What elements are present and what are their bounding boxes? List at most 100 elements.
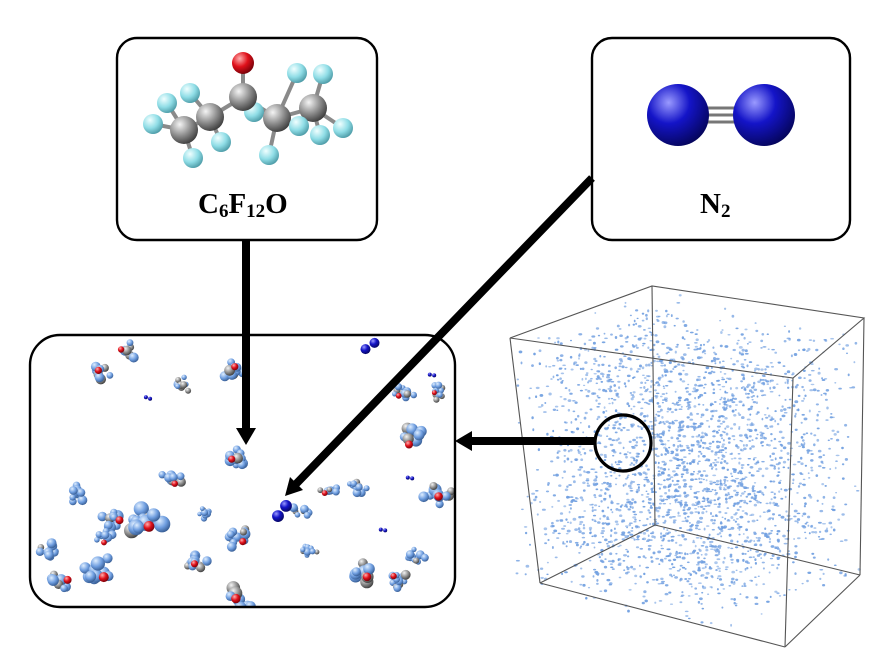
simulated-molecule-dot bbox=[647, 534, 650, 538]
simulated-molecule-dot bbox=[672, 558, 677, 562]
simulated-molecule-dot bbox=[647, 547, 651, 551]
simulated-molecule-dot bbox=[535, 489, 539, 492]
simulated-molecule-dot bbox=[626, 429, 630, 431]
simulated-molecule-dot bbox=[730, 495, 734, 498]
simulated-molecule-dot bbox=[645, 566, 650, 569]
simulated-molecule-dot bbox=[680, 473, 685, 476]
simulated-molecule-dot bbox=[782, 534, 786, 538]
simulated-molecule-dot bbox=[628, 451, 632, 454]
simulated-molecule-dot bbox=[754, 576, 757, 578]
simulated-molecule-dot bbox=[702, 541, 706, 544]
simulated-molecule-dot bbox=[801, 385, 804, 389]
simulated-molecule-dot bbox=[694, 593, 699, 595]
simulated-molecule-dot bbox=[651, 522, 656, 526]
simulated-molecule-dot bbox=[601, 363, 605, 366]
simulated-molecule-dot bbox=[561, 572, 564, 576]
simulated-molecule-dot bbox=[579, 466, 584, 469]
simulated-molecule-dot bbox=[792, 404, 796, 408]
simulated-molecule-dot bbox=[741, 374, 745, 377]
simulated-molecule-dot bbox=[700, 621, 704, 624]
simulated-molecule-dot bbox=[555, 519, 560, 522]
simulated-molecule-dot bbox=[661, 443, 665, 446]
simulated-molecule-dot bbox=[697, 582, 702, 584]
simulated-molecule-dot bbox=[636, 370, 639, 373]
simulated-molecule-dot bbox=[743, 447, 747, 451]
simulated-molecule-dot bbox=[629, 533, 634, 536]
simulated-molecule-dot bbox=[754, 428, 758, 432]
simulated-molecule-dot bbox=[717, 419, 721, 423]
simulated-molecule-dot bbox=[594, 496, 597, 499]
simulated-molecule-dot bbox=[819, 569, 824, 571]
simulated-molecule-dot bbox=[714, 554, 719, 557]
simulated-molecule-dot bbox=[776, 474, 780, 477]
simulated-molecule-dot bbox=[675, 317, 679, 320]
simulated-molecule-dot bbox=[796, 520, 799, 524]
simulated-molecule-dot bbox=[551, 546, 554, 549]
simulated-molecule-dot bbox=[631, 423, 635, 427]
simulated-molecule-dot bbox=[678, 294, 682, 297]
simulated-molecule-dot bbox=[559, 396, 563, 398]
simulated-molecule-dot bbox=[616, 502, 620, 505]
simulated-molecule-dot bbox=[822, 572, 825, 576]
simulated-molecule-dot bbox=[682, 478, 687, 482]
simulated-molecule-dot bbox=[769, 595, 772, 599]
simulated-molecule-dot bbox=[753, 482, 757, 484]
simulated-molecule-dot bbox=[702, 586, 707, 590]
simulated-molecule-dot bbox=[765, 502, 769, 505]
simulated-molecule-dot bbox=[688, 583, 693, 586]
simulated-molecule-dot bbox=[679, 551, 683, 555]
simulated-molecule-dot bbox=[674, 500, 677, 504]
simulated-molecule-dot bbox=[649, 506, 653, 509]
simulated-molecule-dot bbox=[548, 365, 552, 368]
simulated-molecule-dot bbox=[659, 439, 664, 443]
simulated-molecule-dot bbox=[760, 441, 765, 443]
simulated-molecule-dot bbox=[632, 405, 636, 408]
simulated-molecule-dot bbox=[661, 375, 664, 378]
simulated-molecule-dot bbox=[599, 354, 602, 358]
simulated-molecule-dot bbox=[635, 346, 639, 349]
simulated-molecule-dot bbox=[764, 552, 767, 555]
simulated-molecule-dot bbox=[570, 580, 573, 583]
simulated-molecule-dot bbox=[679, 526, 682, 530]
simulated-molecule-dot bbox=[710, 417, 713, 421]
simulated-molecule-dot bbox=[665, 369, 669, 373]
simulated-molecule-dot bbox=[820, 460, 824, 464]
simulated-molecule-dot bbox=[703, 441, 707, 445]
formula-part-carbon: C6 bbox=[198, 188, 229, 222]
simulated-molecule-dot bbox=[762, 493, 765, 496]
simulated-molecule-dot bbox=[650, 482, 653, 486]
simulated-molecule-dot bbox=[732, 504, 736, 507]
simulated-molecule-dot bbox=[586, 482, 589, 485]
simulated-molecule-dot bbox=[684, 373, 689, 376]
simulated-molecule-dot bbox=[741, 492, 745, 495]
simulated-molecule-dot bbox=[740, 481, 743, 483]
simulated-molecule-dot bbox=[570, 499, 574, 503]
simulated-molecule-dot bbox=[516, 384, 520, 387]
simulated-molecule-dot bbox=[526, 495, 529, 498]
simulated-molecule-dot bbox=[658, 377, 661, 381]
simulated-molecule-dot bbox=[650, 487, 654, 491]
simulated-molecule-dot bbox=[702, 404, 705, 406]
simulated-molecule-dot bbox=[810, 369, 815, 372]
simulated-molecule-dot bbox=[531, 364, 534, 367]
simulated-molecule-dot bbox=[624, 525, 629, 528]
simulated-molecule-dot bbox=[603, 355, 606, 358]
simulated-molecule-dot bbox=[709, 403, 713, 407]
simulated-molecule-dot bbox=[579, 520, 584, 524]
simulated-molecule-dot bbox=[739, 593, 742, 595]
simulated-molecule-dot bbox=[656, 433, 660, 436]
simulated-molecule-dot bbox=[552, 364, 556, 367]
simulated-molecule-dot bbox=[689, 511, 694, 515]
simulated-molecule-dot bbox=[661, 460, 666, 463]
simulated-molecule-dot bbox=[665, 392, 668, 395]
simulated-molecule-dot bbox=[765, 416, 769, 419]
simulated-molecule-dot bbox=[683, 538, 688, 541]
simulated-molecule-dot bbox=[666, 529, 669, 531]
simulated-molecule-dot bbox=[710, 450, 714, 453]
simulated-molecule-dot bbox=[661, 321, 666, 324]
simulated-molecule-dot bbox=[643, 572, 646, 576]
simulated-molecule-dot bbox=[738, 533, 741, 536]
simulated-molecule-dot bbox=[701, 489, 705, 493]
simulated-molecule-dot bbox=[657, 482, 660, 486]
simulated-molecule-dot bbox=[646, 388, 649, 391]
